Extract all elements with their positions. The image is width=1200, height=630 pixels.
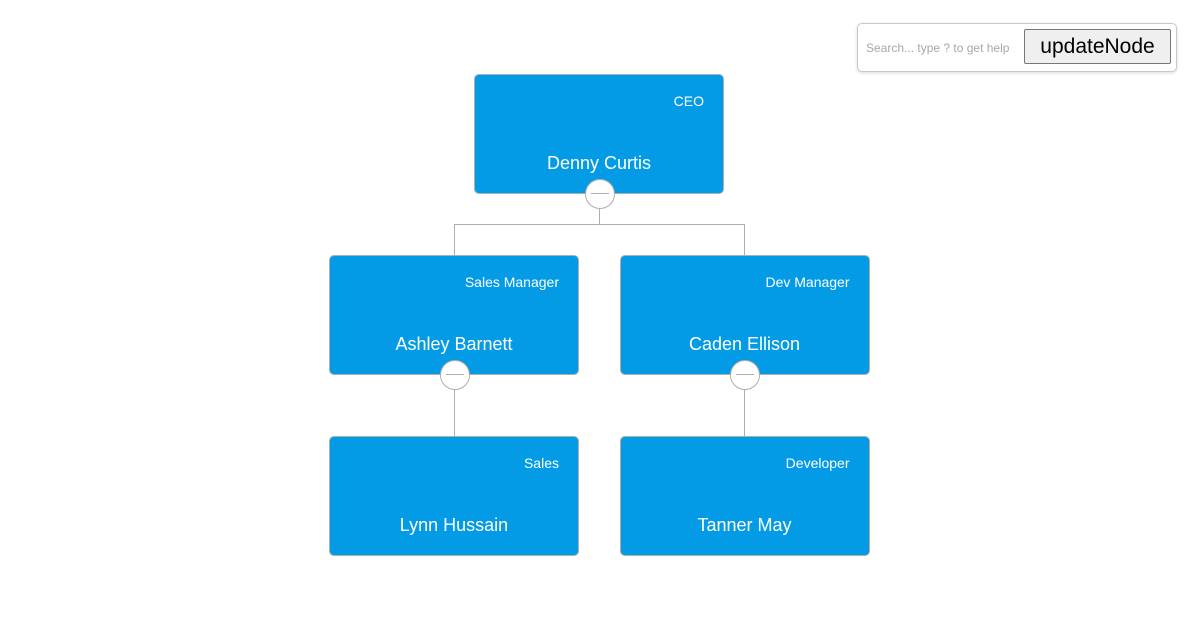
update-node-button[interactable]: updateNode — [1024, 29, 1171, 64]
collapse-toggle-icon[interactable] — [729, 360, 760, 390]
node-title: Developer — [785, 454, 850, 471]
node-name: Tanner May — [697, 514, 792, 535]
node-title: CEO — [673, 93, 704, 109]
node-title: Sales Manager — [464, 274, 559, 290]
minus-icon — [590, 193, 609, 194]
node-name: Caden Ellison — [688, 334, 801, 354]
org-node-lynn-hussain[interactable]: Sales Lynn Hussain — [329, 435, 579, 556]
org-node-ashley-barnett[interactable]: Sales Manager Ashley Barnett — [329, 255, 579, 375]
minus-icon — [445, 374, 464, 375]
minus-icon — [735, 374, 754, 375]
node-title: Sales — [523, 454, 559, 471]
node-name: Denny Curtis — [546, 153, 652, 173]
org-node-denny-curtis[interactable]: CEO Denny Curtis — [474, 74, 724, 194]
org-node-caden-ellison[interactable]: Dev Manager Caden Ellison — [619, 255, 870, 375]
search-box: updateNode — [857, 23, 1177, 72]
collapse-toggle-icon[interactable] — [584, 179, 615, 209]
node-title: Dev Manager — [765, 274, 850, 290]
org-node-tanner-may[interactable]: Developer Tanner May — [619, 435, 870, 556]
collapse-toggle-icon[interactable] — [439, 360, 470, 390]
node-name: Ashley Barnett — [395, 334, 513, 354]
link-ceo-to-managers — [454, 209, 745, 255]
node-name: Lynn Hussain — [399, 514, 509, 535]
search-input[interactable] — [866, 38, 1026, 58]
